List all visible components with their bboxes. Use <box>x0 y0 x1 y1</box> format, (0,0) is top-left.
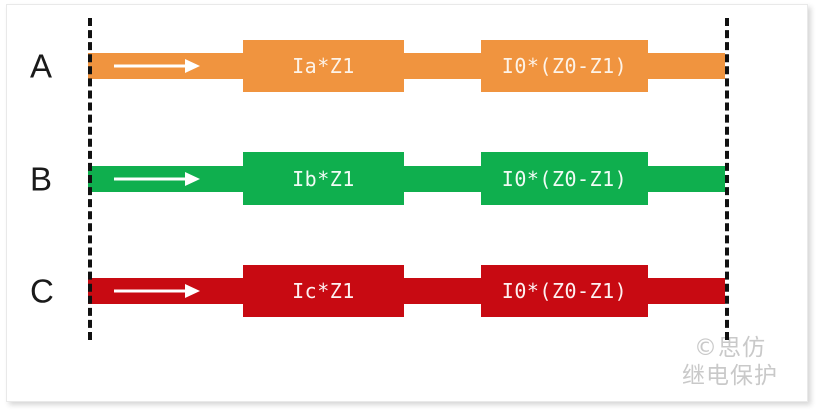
phase-row-c: C Ic*Z1 I0*(Z0-Z1) <box>0 265 816 317</box>
impedance-block-c-2: I0*(Z0-Z1) <box>481 265 648 317</box>
watermark-line-2: 继电保护 <box>682 363 778 390</box>
phase-label-b: B <box>30 160 53 197</box>
watermark: ©思仿 继电保护 <box>682 334 778 391</box>
watermark-line-1: ©思仿 <box>694 334 766 361</box>
impedance-block-c-1: Ic*Z1 <box>243 265 404 317</box>
impedance-block-b-1: Ib*Z1 <box>243 152 404 205</box>
phase-row-a: A Ia*Z1 I0*(Z0-Z1) <box>0 40 816 92</box>
phase-row-b: B Ib*Z1 I0*(Z0-Z1) <box>0 152 816 205</box>
left-bus-dashed-line <box>88 18 92 340</box>
impedance-block-a-2: I0*(Z0-Z1) <box>481 40 648 92</box>
impedance-block-a-1: Ia*Z1 <box>243 40 404 92</box>
phase-label-c: C <box>30 272 54 310</box>
phase-label-a: A <box>30 47 53 85</box>
right-bus-dashed-line <box>725 18 729 340</box>
impedance-block-b-2: I0*(Z0-Z1) <box>481 152 648 205</box>
